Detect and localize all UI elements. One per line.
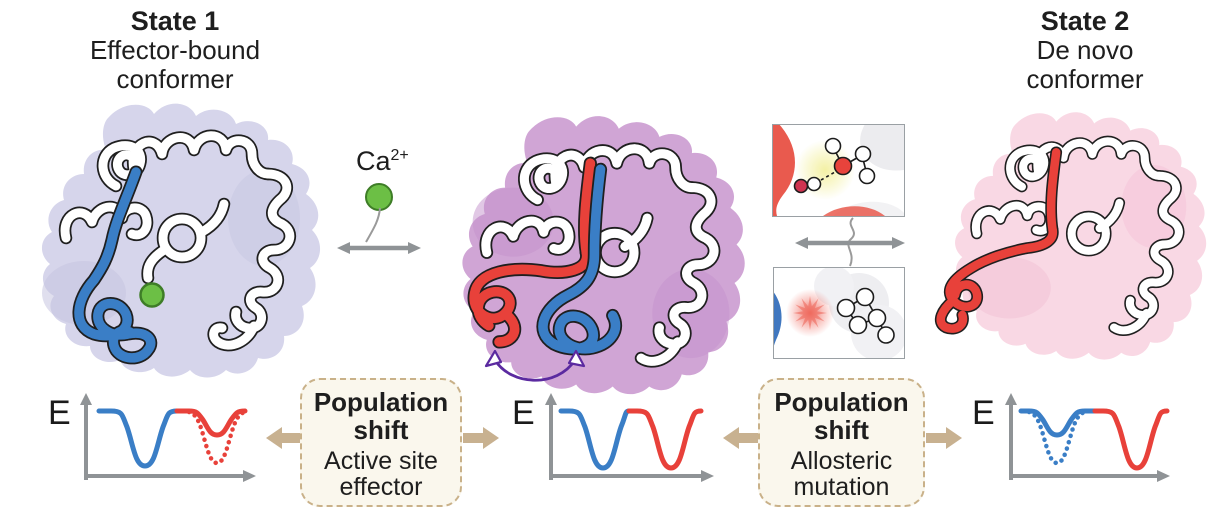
population-shift-title: Population shift — [774, 387, 909, 445]
population-shift-subtitle: Active site effector — [324, 446, 438, 502]
population-shift-box-mutation: Population shift Allosteric mutation — [758, 378, 925, 507]
protein-state1-illustration — [41, 103, 321, 378]
ca-exchange-arrow — [337, 207, 421, 254]
state1-desc-line1: Effector-bound — [89, 35, 261, 66]
state1-title: State 1 — [130, 6, 220, 36]
population-shift-box-effector: Population shift Active site effector — [300, 378, 462, 507]
energy-landscape-2 — [544, 393, 714, 482]
population-shift-arrow-right-2 — [926, 427, 962, 449]
protein-intermediate-illustration — [462, 116, 745, 395]
energy-plot-intermediate: E — [512, 390, 726, 505]
conformational-exchange-arrow — [484, 349, 586, 382]
protein-state2-illustration — [934, 112, 1207, 360]
population-shift-subtitle: Allosteric mutation — [790, 446, 893, 502]
hbond-inset — [772, 124, 905, 217]
energy-axis-label: E — [512, 394, 535, 432]
energy-plot-effector-bound: E — [48, 390, 292, 505]
energy-axis-label: E — [48, 394, 71, 432]
state1-desc-line2: conformer — [116, 64, 234, 95]
population-shift-arrow-left-1 — [266, 427, 302, 449]
state2-title-block: State 2 De novo conformer — [950, 6, 1220, 94]
energy-axis-label: E — [972, 394, 995, 432]
state1-title-block: State 1 Effector-bound conformer — [20, 6, 330, 94]
population-shift-title: Population shift — [313, 387, 449, 445]
calcium-label: Ca2+ — [356, 146, 409, 176]
population-shift-arrow-left-2 — [723, 427, 759, 449]
clash-inset — [773, 267, 905, 359]
state2-title: State 2 — [1040, 6, 1130, 36]
population-shift-arrow-right-1 — [463, 427, 499, 449]
energy-landscape-1 — [79, 393, 256, 482]
state2-desc-line2: conformer — [1026, 64, 1144, 95]
inset-exchange-arrow — [795, 217, 905, 267]
energy-landscape-3 — [1004, 393, 1170, 482]
state2-desc-line1: De novo — [1036, 35, 1134, 66]
energy-plot-de-novo: E — [972, 390, 1186, 505]
bound-calcium-ion — [139, 282, 165, 308]
